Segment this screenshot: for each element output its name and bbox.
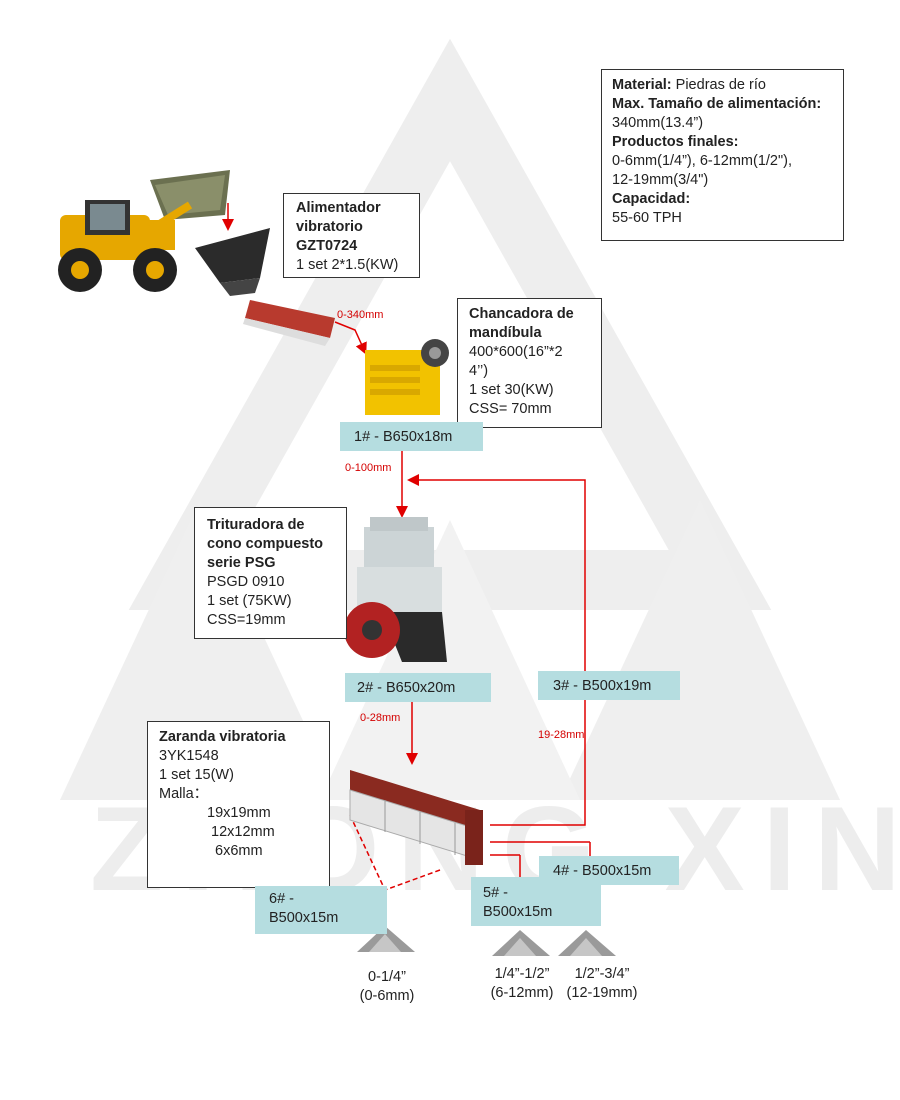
vibrating-screen-image [349, 770, 483, 865]
product-label-3: 1/2”-3/4” (12-19mm) [556, 965, 648, 1003]
cone-title-3: serie PSG [207, 555, 276, 571]
product-1-size: 0-1/4” [368, 969, 406, 985]
conveyor-6-line2: B500x15m [269, 910, 339, 926]
jaw-crusher-box: Chancadora de mandíbula 400*600(16”*2 4’… [457, 298, 602, 428]
flow-label-return: 19-28mm [538, 729, 585, 741]
screen-mesh-label: Malla： [159, 786, 209, 802]
product-label-1: 0-1/4” (0-6mm) [345, 968, 429, 1006]
products-label: Productos finales: [612, 134, 739, 150]
flow-label-jaw-out: 0-100mm [345, 462, 392, 474]
spec-box: Material: Piedras de río Max. Tamaño de … [601, 69, 844, 241]
capacity-label: Capacidad: [612, 191, 691, 207]
conveyor-6: 6# - B500x15m [255, 886, 387, 934]
stockpile-1-icon [357, 926, 415, 952]
jaw-size-1: 400*600(16”*2 [469, 344, 563, 360]
feeder-model: GZT0724 [296, 238, 358, 254]
screen-spec: 1 set 15(W) [159, 767, 234, 783]
screen-mesh-2: 12x12mm [211, 824, 275, 840]
material-label: Material: [612, 77, 672, 93]
jaw-css: CSS= 70mm [469, 401, 552, 417]
feeder-title-2: vibratorio [296, 219, 363, 235]
feeder-spec: 1 set 2*1.5(KW) [296, 257, 399, 273]
product-2-size: 1/4”-1/2” [494, 966, 550, 982]
conveyor-6-line1: 6# - [269, 891, 294, 907]
flow-label-cone-out: 0-28mm [360, 712, 401, 724]
max-feed-label: Max. Tamaño de alimentación: [612, 96, 822, 112]
conveyor-5-line1: 5# - [483, 885, 508, 901]
products-line2: 12-19mm(3/4") [612, 172, 709, 188]
jaw-crusher-image [365, 339, 449, 415]
wheel-loader-image [58, 170, 230, 292]
max-feed-value: 340mm(13.4”) [612, 115, 704, 131]
conveyor-5: 5# - B500x15m [471, 877, 601, 926]
flow-label-feed: 0-340mm [337, 309, 384, 321]
jaw-title-1: Chancadora de [469, 306, 574, 322]
product-2-mm: (6-12mm) [490, 985, 554, 1001]
product-3-size: 1/2”-3/4” [574, 966, 630, 982]
cone-spec: 1 set (75KW) [207, 593, 292, 609]
conveyor-5-line2: B500x15m [483, 904, 553, 920]
cone-css: CSS=19mm [207, 612, 286, 628]
products-line1: 0-6mm(1/4”), 6-12mm(1/2"), [612, 153, 792, 169]
feeder-title-1: Alimentador [296, 200, 381, 216]
material-value: Piedras de río [671, 77, 766, 93]
stockpile-2-icon [492, 930, 550, 956]
jaw-title-2: mandíbula [469, 325, 542, 341]
jaw-size-2: 4’’) [469, 363, 489, 379]
vibrating-feeder-image [195, 228, 335, 346]
cone-crusher-image [344, 517, 447, 662]
screen-mesh-1: 19x19mm [207, 805, 271, 821]
capacity-value: 55-60 TPH [612, 210, 682, 226]
screen-mesh-3: 6x6mm [215, 843, 263, 859]
product-1-mm: (0-6mm) [359, 988, 415, 1004]
screen-box: Zaranda vibratoria 3YK1548 1 set 15(W) M… [147, 721, 330, 888]
conveyor-3: 3# - B500x19m [538, 671, 680, 700]
conveyor-2: 2# - B650x20m [345, 673, 491, 702]
jaw-spec: 1 set 30(KW) [469, 382, 554, 398]
stockpile-3-icon [558, 930, 616, 956]
screen-title: Zaranda vibratoria [159, 729, 286, 745]
cone-title-2: cono compuesto [207, 536, 324, 552]
cone-crusher-box: Trituradora de cono compuesto serie PSG … [194, 507, 347, 639]
screen-model: 3YK1548 [159, 748, 219, 764]
cone-model: PSGD 0910 [207, 574, 285, 590]
feeder-box: Alimentador vibratorio GZT0724 1 set 2*1… [283, 193, 420, 278]
product-label-2: 1/4”-1/2” (6-12mm) [478, 965, 566, 1003]
cone-title-1: Trituradora de [207, 517, 305, 533]
conveyor-1: 1# - B650x18m [340, 422, 483, 451]
product-3-mm: (12-19mm) [566, 985, 638, 1001]
